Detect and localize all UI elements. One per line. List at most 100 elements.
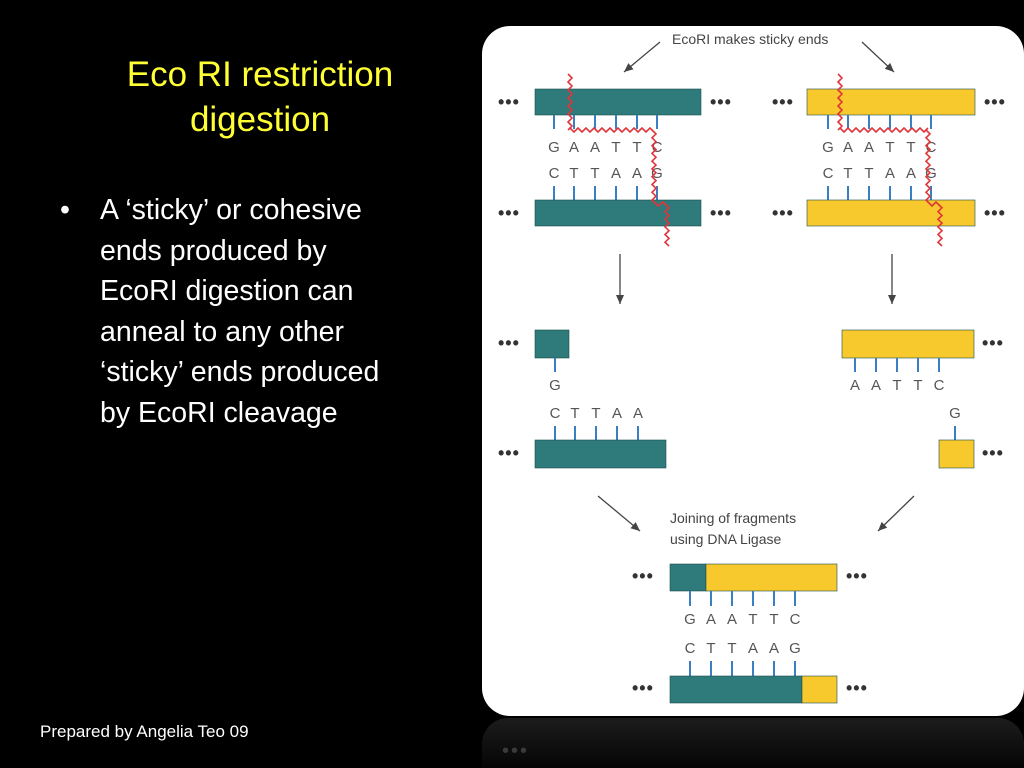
base-frag-right-top-2: T xyxy=(892,377,901,394)
base-joined-top-1: A xyxy=(706,611,716,628)
strand-left-top xyxy=(534,88,702,116)
base-right-bottom-4: A xyxy=(906,165,916,182)
dots-frag-left-bot: ••• xyxy=(498,443,520,463)
bullet-list: • A ‘sticky’ or cohesive ends produced b… xyxy=(60,190,450,433)
fragment-left-top xyxy=(534,329,570,359)
base-joined-top-3: T xyxy=(748,611,757,628)
bullet-symbol: • xyxy=(60,194,70,226)
base-joined-bottom-5: G xyxy=(789,640,801,657)
base-right-top-1: A xyxy=(843,139,853,156)
arrow-join-left-head xyxy=(630,522,640,531)
base-frag-left-bottom-1: T xyxy=(570,405,579,422)
joined-bottom-yellow xyxy=(801,675,838,704)
base-joined-bottom-0: C xyxy=(685,640,696,657)
arrow-join-right-head xyxy=(878,521,888,531)
dots-right-bot-r: ••• xyxy=(984,203,1006,223)
dots-frag-left-top: ••• xyxy=(498,333,520,353)
base-frag-left-top-0: G xyxy=(549,377,561,394)
fragment-right-bottom xyxy=(938,439,975,469)
fragment-right-top xyxy=(841,329,975,359)
base-right-top-0: G xyxy=(822,139,834,156)
strand-right-bottom xyxy=(806,199,976,227)
base-frag-right-top-4: C xyxy=(934,377,945,394)
cut-line-left xyxy=(566,73,671,247)
base-joined-bottom-1: T xyxy=(706,640,715,657)
base-frag-left-bottom-2: T xyxy=(591,405,600,422)
fragment-left-bottom xyxy=(534,439,667,469)
title-line-1: Eco RI restriction xyxy=(126,55,394,94)
footer-credit: Prepared by Angelia Teo 09 xyxy=(40,722,249,741)
reflection-dots: ••• xyxy=(502,740,530,762)
base-left-top-5: C xyxy=(652,139,663,156)
base-joined-bottom-3: A xyxy=(748,640,758,657)
bullet-line-2: ends produced by xyxy=(100,234,327,267)
dots-frag-right-top: ••• xyxy=(982,333,1004,353)
arrow-down-left-head xyxy=(616,295,624,304)
dots-frag-right-bot: ••• xyxy=(982,443,1004,463)
dots-right-top-l: ••• xyxy=(772,92,794,112)
base-frag-right-top-0: A xyxy=(850,377,860,394)
base-right-bottom-1: T xyxy=(843,165,852,182)
base-joined-top-5: C xyxy=(790,611,801,628)
bullet-text: A ‘sticky’ or cohesive ends produced by … xyxy=(100,190,450,433)
base-left-top-1: A xyxy=(569,139,579,156)
base-right-bottom-2: T xyxy=(864,165,873,182)
bullet-line-5: ‘sticky’ ends produced xyxy=(100,356,380,388)
base-frag-left-bottom-3: A xyxy=(612,405,622,422)
base-right-bottom-0: C xyxy=(823,165,834,182)
base-left-bottom-2: T xyxy=(590,165,599,182)
base-left-bottom-3: A xyxy=(611,165,621,182)
base-left-bottom-4: A xyxy=(632,165,642,182)
arrow-caption-left-head xyxy=(624,63,634,72)
slide-title: Eco RI restriction digestion xyxy=(60,52,460,142)
base-left-bottom-5: G xyxy=(651,165,663,182)
strand-left-bottom xyxy=(534,199,702,227)
dots-joined-bot-l: ••• xyxy=(632,678,654,698)
bullet-line-6: by EcoRI cleavage xyxy=(100,396,338,429)
base-frag-right-bottom-0: G xyxy=(949,405,961,422)
title-line-2: digestion xyxy=(189,100,331,139)
base-left-top-0: G xyxy=(548,139,560,156)
caption-join-line-1: Joining of fragments xyxy=(670,510,796,526)
diagram-reflection: ••• xyxy=(482,718,1024,768)
bullet-line-1: A ‘sticky’ or cohesive xyxy=(100,194,362,226)
base-frag-left-bottom-4: A xyxy=(633,405,643,422)
bullet-line-3: EcoRI digestion can xyxy=(100,275,354,307)
base-joined-bottom-2: T xyxy=(727,640,736,657)
dots-left-bot-l: ••• xyxy=(498,203,520,223)
base-left-bottom-0: C xyxy=(549,165,560,182)
dots-right-bot-l: ••• xyxy=(772,203,794,223)
base-left-top-2: A xyxy=(590,139,600,156)
base-left-top-3: T xyxy=(611,139,620,156)
bullet-line-4: anneal to any other xyxy=(100,315,345,348)
base-joined-top-2: A xyxy=(727,611,737,628)
dots-left-bot-r: ••• xyxy=(710,203,732,223)
base-right-bottom-5: G xyxy=(925,165,937,182)
base-frag-right-top-3: T xyxy=(913,377,922,394)
joined-top-yellow xyxy=(705,563,838,592)
base-right-top-2: A xyxy=(864,139,874,156)
base-right-top-4: T xyxy=(906,139,915,156)
dots-left-top-l: ••• xyxy=(498,92,520,112)
bullet-item: • A ‘sticky’ or cohesive ends produced b… xyxy=(60,190,450,433)
joined-bottom-teal xyxy=(669,675,803,704)
base-frag-left-bottom-0: C xyxy=(550,405,561,422)
base-joined-top-0: G xyxy=(684,611,696,628)
base-left-top-4: T xyxy=(632,139,641,156)
base-right-top-3: T xyxy=(885,139,894,156)
arrow-join-left-shaft xyxy=(597,495,641,532)
cut-line-right xyxy=(836,73,944,247)
dots-joined-top-l: ••• xyxy=(632,566,654,586)
dots-right-top-r: ••• xyxy=(984,92,1006,112)
base-right-top-5: C xyxy=(926,139,937,156)
base-joined-top-4: T xyxy=(769,611,778,628)
dots-left-top-r: ••• xyxy=(710,92,732,112)
base-right-bottom-3: A xyxy=(885,165,895,182)
base-joined-bottom-4: A xyxy=(769,640,779,657)
dots-joined-bot-r: ••• xyxy=(846,678,868,698)
caption-ecori-sticky-ends: EcoRI makes sticky ends xyxy=(672,31,828,47)
dots-joined-top-r: ••• xyxy=(846,566,868,586)
joined-top-teal xyxy=(669,563,707,592)
